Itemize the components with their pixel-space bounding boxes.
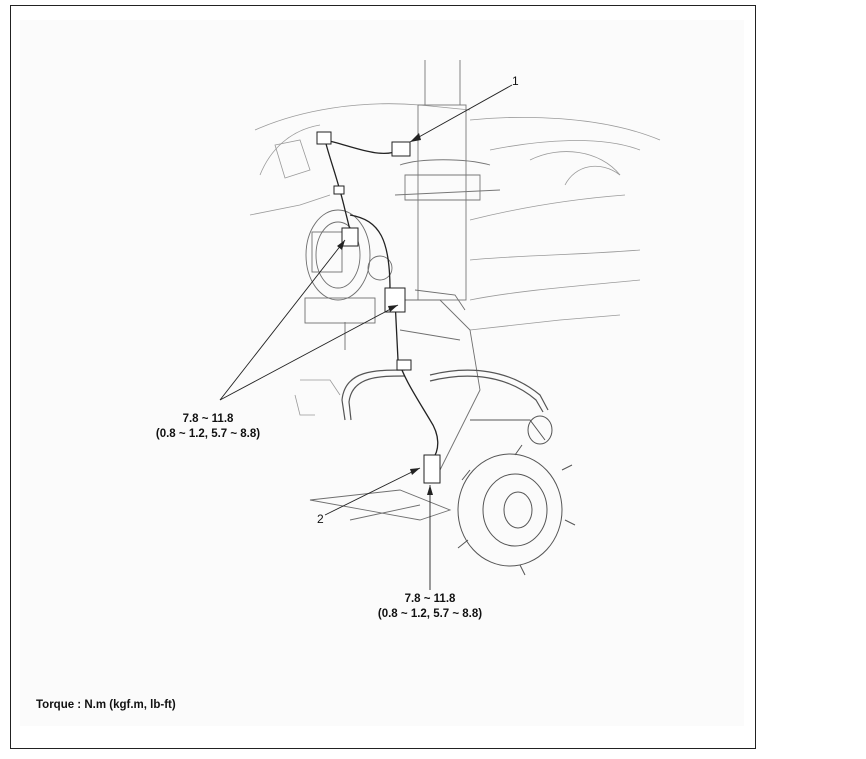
torque-a-conversions: (0.8 ~ 1.2, 5.7 ~ 8.8) [155,428,261,440]
torque-a-value: 7.8 ~ 11.8 [182,413,234,425]
knuckle-and-brake [304,209,481,521]
torque-b-value: 7.8 ~ 11.8 [404,593,456,605]
wheel-hub [457,415,576,576]
body-outline-lines [249,103,661,416]
callout-2: 2 [317,512,324,526]
torque-b-conversions: (0.8 ~ 1.2, 5.7 ~ 8.8) [377,608,483,620]
torque-unit-legend: Torque : N.m (kgf.m, lb-ft) [36,699,176,711]
diagram-background [20,20,744,726]
sensor-clips [316,131,441,484]
callout-1: 1 [512,74,519,88]
leader-arrowheads [337,133,433,495]
wheel-speed-sensor-cable [324,139,439,461]
strut-assembly [394,60,501,301]
brake-hose [341,369,549,421]
leader-lines [219,84,513,590]
